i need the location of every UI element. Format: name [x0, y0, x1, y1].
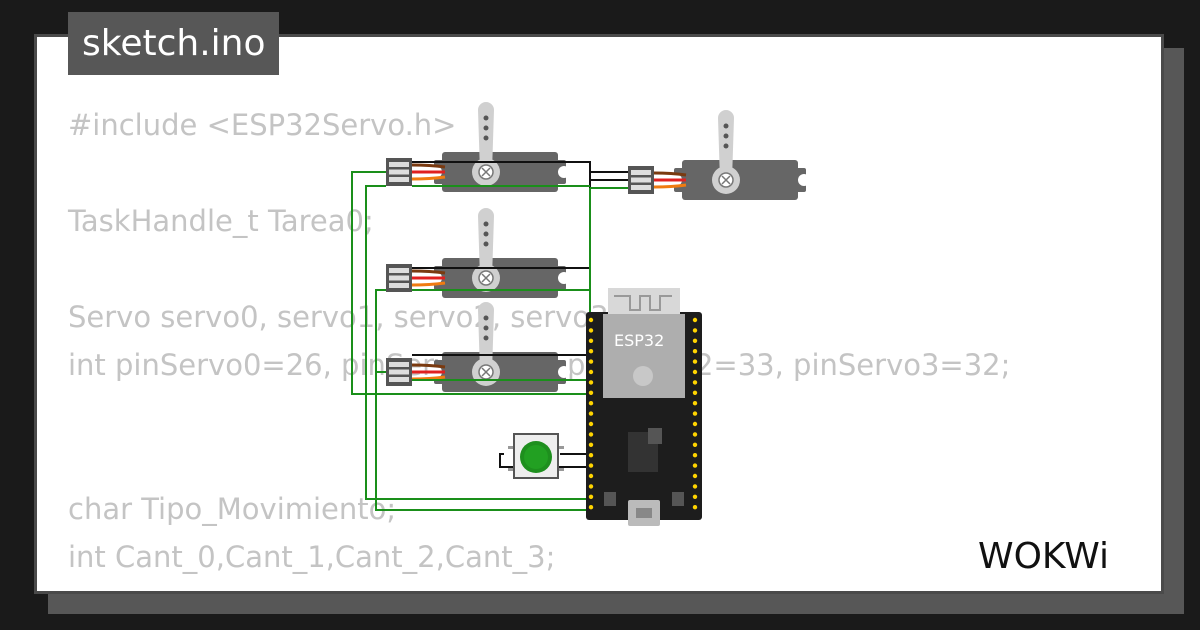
- header-pin: [588, 421, 594, 427]
- header-pin: [588, 359, 594, 364]
- header-pin: [692, 349, 698, 354]
- file-name-tab[interactable]: sketch.ino: [68, 12, 280, 75]
- header-pin: [588, 442, 594, 447]
- push-button[interactable]: [508, 433, 564, 479]
- header-pin: [692, 401, 698, 406]
- header-pin: [692, 359, 698, 364]
- header-pin: [692, 411, 698, 416]
- header-pin: [588, 505, 594, 510]
- header-pin: [692, 390, 698, 395]
- header-pin: [692, 328, 698, 333]
- brand-wordmark: WOKWi: [978, 536, 1109, 577]
- header-pin: [692, 369, 698, 375]
- esp32-pins-right: [692, 317, 698, 510]
- header-pin: [588, 463, 594, 468]
- header-pin: [692, 505, 698, 510]
- header-pin: [692, 494, 698, 499]
- header-pin: [588, 328, 594, 333]
- header-pin: [692, 473, 698, 479]
- header-pin: [692, 442, 698, 447]
- header-pin: [692, 484, 698, 489]
- header-pin: [588, 338, 594, 343]
- servo-motor-2[interactable]: [386, 207, 571, 299]
- header-pin: [588, 380, 594, 385]
- header-pin: [692, 317, 698, 323]
- header-pin: [588, 349, 594, 354]
- header-pin: [588, 317, 594, 323]
- header-pin: [588, 453, 594, 458]
- header-pin: [588, 484, 594, 489]
- header-pin: [588, 411, 594, 416]
- header-pin: [588, 369, 594, 375]
- code-line: char Tipo_Movimiento;: [68, 492, 397, 526]
- code-line: TaskHandle_t Tarea0;: [68, 204, 374, 238]
- servo-motor-1[interactable]: [386, 101, 571, 193]
- circuit-diagram[interactable]: ESP32: [340, 100, 830, 530]
- header-pin: [588, 432, 594, 437]
- header-pin: [692, 338, 698, 343]
- esp32-pins-left: [588, 317, 594, 510]
- header-pin: [588, 494, 594, 499]
- header-pin: [692, 380, 698, 385]
- header-pin: [588, 390, 594, 395]
- header-pin: [692, 432, 698, 437]
- header-pin: [692, 421, 698, 427]
- wokwi-logo: WOKWi: [978, 536, 1109, 577]
- esp32-board[interactable]: ESP32: [586, 288, 702, 526]
- header-pin: [692, 463, 698, 468]
- servo-motor-4[interactable]: [628, 109, 811, 201]
- header-pin: [588, 473, 594, 479]
- servo-motor-3[interactable]: [386, 301, 571, 393]
- header-pin: [692, 453, 698, 458]
- board-label: ESP32: [614, 331, 664, 350]
- code-line: #include <ESP32Servo.h>: [68, 108, 457, 142]
- header-pin: [588, 401, 594, 406]
- code-line: int Cant_0,Cant_1,Cant_2,Cant_3;: [68, 540, 556, 574]
